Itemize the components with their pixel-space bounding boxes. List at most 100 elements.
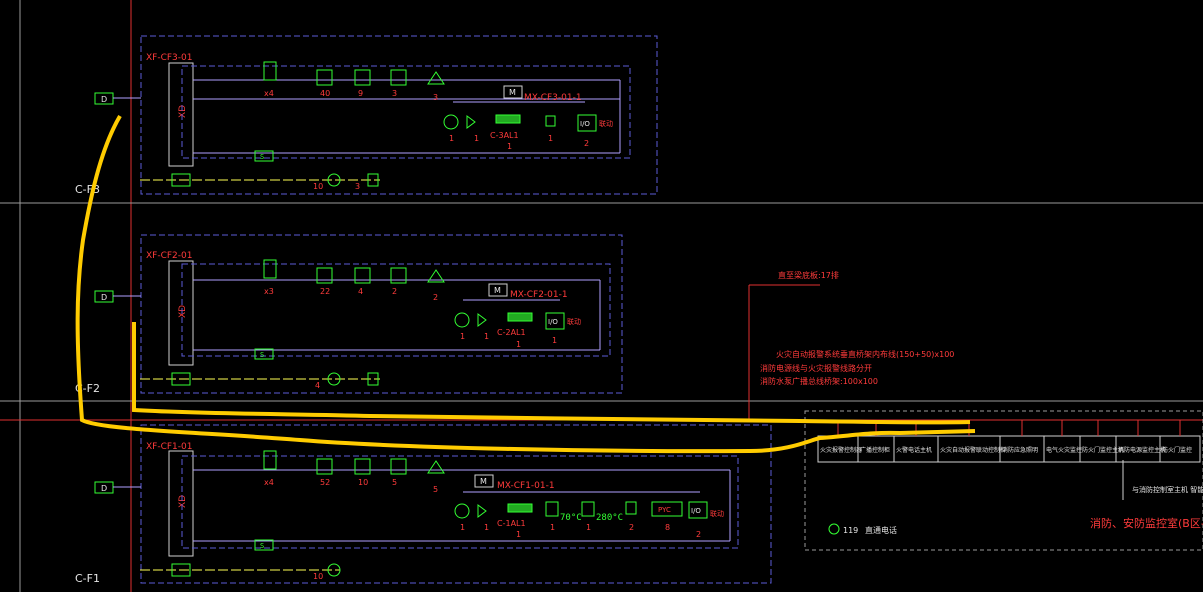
- panel-header-label: 电气火灾监控: [1046, 446, 1082, 454]
- svg-text:S: S: [260, 153, 264, 161]
- svg-text:D: D: [101, 95, 107, 104]
- svg-text:D: D: [101, 484, 107, 493]
- svg-text:C-3AL1: C-3AL1: [490, 131, 519, 140]
- floor-cf3-speaker-icon: [327, 173, 341, 187]
- svg-text:2: 2: [629, 523, 634, 532]
- svg-text:直通电话: 直通电话: [865, 525, 897, 535]
- svg-text:3: 3: [355, 182, 360, 191]
- svg-text:M: M: [480, 477, 487, 486]
- svg-text:MX-CF2-01-1: MX-CF2-01-1: [510, 290, 568, 300]
- floor-cf3-module-box: [503, 85, 523, 99]
- floor-cf3: XF-CF3-01 XD x4 40 9 3 3 M MX-CF3-01-1 C…: [75, 35, 658, 196]
- floor-cf3-level-icon: [443, 114, 459, 130]
- floor-cf3-sensor-2: [316, 69, 333, 86]
- panel-header-label: 防火门监控主机: [1082, 446, 1124, 454]
- svg-text:1: 1: [516, 340, 521, 349]
- svg-text:联动: 联动: [599, 119, 613, 128]
- svg-text:8: 8: [665, 523, 670, 532]
- svg-text:XD: XD: [178, 495, 188, 508]
- svg-text:3: 3: [392, 89, 397, 98]
- floor-cf3-sensor-4: [390, 69, 407, 86]
- note-3: 消防水泵广播总线桥架:100x100: [760, 376, 878, 386]
- svg-text:280°C: 280°C: [596, 513, 623, 523]
- panel-header-label: 火灾自动报警联动控制柜: [940, 446, 1006, 454]
- floor-cf1-level-label: C-F1: [75, 572, 100, 585]
- svg-text:联动: 联动: [710, 509, 724, 518]
- svg-text:2: 2: [433, 293, 438, 302]
- markup-highlight: [75, 114, 976, 454]
- svg-text:119: 119: [843, 526, 858, 535]
- floor-cf3-cabinet-code: XD: [178, 105, 188, 118]
- svg-text:40: 40: [320, 89, 330, 98]
- svg-text:MX-CF1-01-1: MX-CF1-01-1: [497, 481, 555, 491]
- svg-text:5: 5: [433, 485, 438, 494]
- svg-text:2: 2: [696, 530, 701, 539]
- panel-header-row: 火灾报警控制器广播控制柜火警电话主机火灾自动报警联动控制柜消防应急照明电气火灾监…: [817, 420, 1201, 463]
- svg-text:4: 4: [358, 287, 363, 296]
- svg-text:PYC: PYC: [658, 506, 671, 514]
- svg-text:S: S: [260, 542, 264, 550]
- svg-text:1: 1: [449, 134, 454, 143]
- svg-text:1: 1: [484, 332, 489, 341]
- floor-cf3-sensor-3: [354, 69, 371, 86]
- sub-note: 与消防控制室主机 智能疏散系统(E): [1132, 485, 1203, 494]
- phone-icon: [828, 523, 840, 535]
- svg-text:1: 1: [507, 142, 512, 151]
- svg-text:I/O: I/O: [580, 120, 590, 128]
- svg-text:S: S: [260, 351, 264, 359]
- svg-text:M: M: [509, 88, 516, 97]
- svg-text:1: 1: [550, 523, 555, 532]
- floor-cf3-valve-icon: [466, 115, 476, 129]
- svg-text:1: 1: [586, 523, 591, 532]
- svg-text:D: D: [101, 293, 107, 302]
- svg-text:5: 5: [392, 478, 397, 487]
- svg-text:1: 1: [460, 332, 465, 341]
- svg-text:10: 10: [313, 572, 323, 581]
- floor-cf3-sensor-1: [263, 61, 277, 81]
- floor-cf2-cabinet-label: XF-CF2-01: [146, 251, 192, 261]
- panel-header-label: 广播控制柜: [860, 446, 890, 454]
- svg-text:x4: x4: [264, 478, 274, 487]
- svg-text:XF-CF1-01: XF-CF1-01: [146, 442, 192, 452]
- svg-text:2: 2: [392, 287, 397, 296]
- floor-cf3-cabinet-label: XF-CF3-01: [146, 53, 192, 63]
- panel-header-label: 火警电话主机: [896, 446, 932, 454]
- svg-text:52: 52: [320, 478, 330, 487]
- svg-text:4: 4: [315, 381, 320, 390]
- svg-text:1: 1: [484, 523, 489, 532]
- svg-text:1: 1: [552, 336, 557, 345]
- floor-cf3-boundary: [140, 35, 658, 195]
- svg-text:XD: XD: [178, 305, 188, 318]
- svg-text:10: 10: [358, 478, 368, 487]
- svg-text:1: 1: [516, 530, 521, 539]
- svg-text:10: 10: [313, 182, 323, 191]
- svg-text:1: 1: [474, 134, 479, 143]
- svg-text:C-2AL1: C-2AL1: [497, 328, 526, 337]
- panel-header-label: 火灾报警控制器: [820, 446, 862, 454]
- svg-text:2: 2: [584, 139, 589, 148]
- svg-text:3: 3: [433, 93, 438, 102]
- floor-cf3-cabinet: [168, 62, 194, 167]
- svg-text:x3: x3: [264, 287, 274, 296]
- svg-text:I/O: I/O: [691, 507, 701, 515]
- floor-cf3-module-label: MX-CF3-01-1: [524, 93, 582, 103]
- panel-header-label: 消防电源监控主机: [1118, 446, 1166, 454]
- floor-cf3-sounder-icon: [427, 71, 445, 85]
- note-2: 消防电源线与火灾报警线路分开: [760, 363, 872, 373]
- control-room-label: 消防、安防监控室(B区-1: [1090, 516, 1203, 530]
- svg-text:1: 1: [460, 523, 465, 532]
- svg-text:22: 22: [320, 287, 330, 296]
- svg-text:联动: 联动: [567, 317, 581, 326]
- svg-text:9: 9: [358, 89, 363, 98]
- svg-text:70°C: 70°C: [560, 513, 582, 523]
- floor-cf3-alarm-bar: [495, 114, 521, 124]
- panel-header-label: 消防应急照明: [1002, 446, 1038, 454]
- floor-cf3-io-box: [577, 114, 597, 132]
- note-1: 火灾自动报警系统垂直桥架内布线(150+50)x100: [776, 349, 954, 359]
- svg-text:I/O: I/O: [548, 318, 558, 326]
- svg-text:C-1AL1: C-1AL1: [497, 519, 526, 528]
- top-note: 直至梁底板:17排: [778, 270, 839, 280]
- control-room-boundary: [804, 410, 1203, 551]
- svg-text:1: 1: [548, 134, 553, 143]
